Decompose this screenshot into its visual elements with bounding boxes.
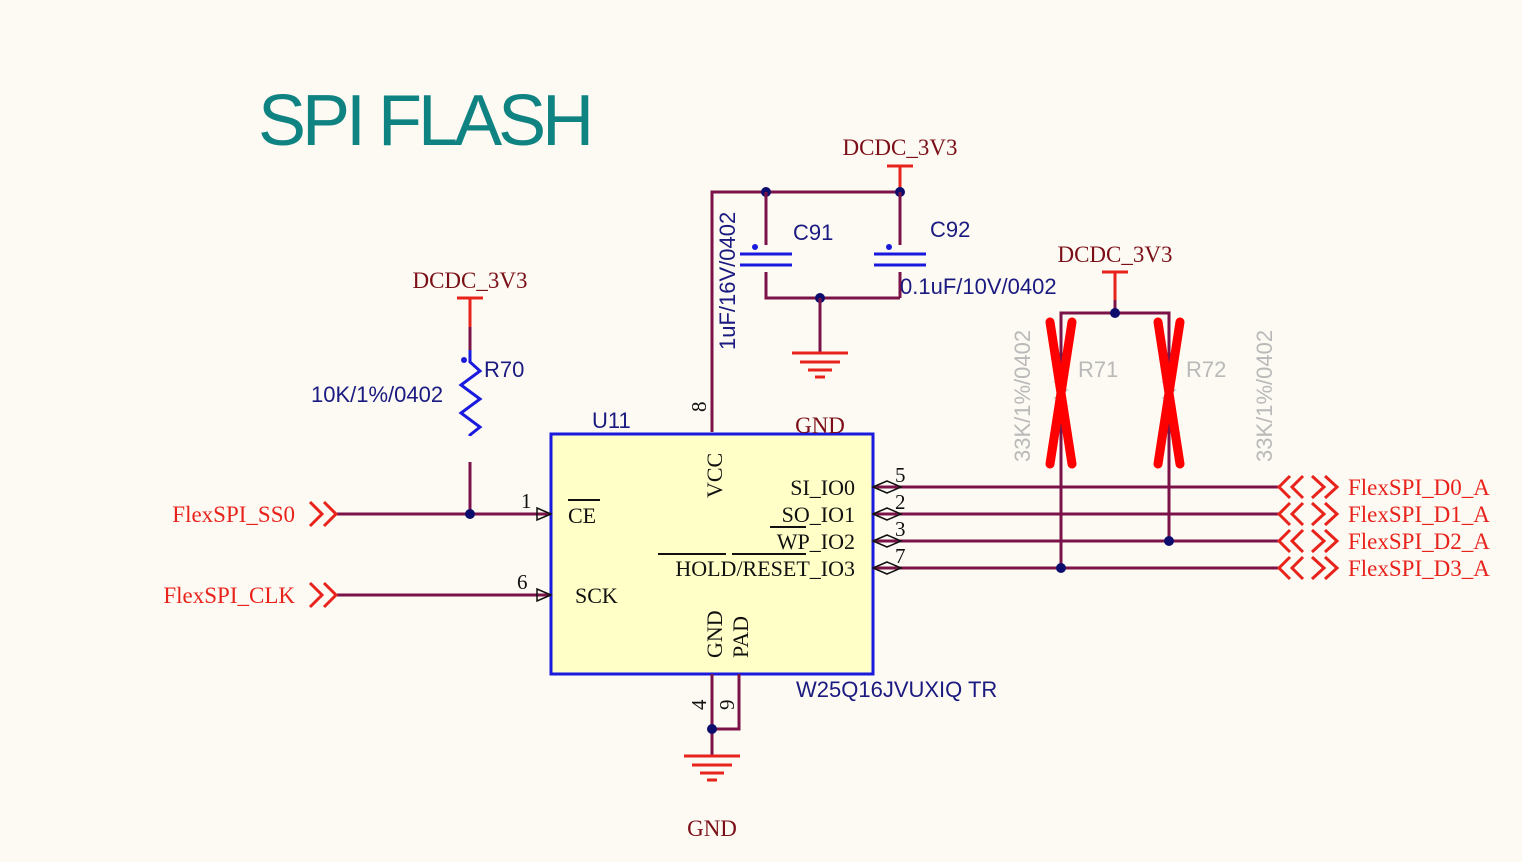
pin-pad-name: PAD [728,616,753,658]
gnd-net-label-bottom: GND [687,816,737,841]
power-label-r71-r72: DCDC_3V3 [1057,242,1172,267]
r70-value: 10K/1%/0402 [311,382,443,407]
pin-si-name: SI_IO0 [790,475,855,500]
net-label-ss0: FlexSPI_SS0 [172,502,295,527]
capacitor-c91[interactable] [740,192,900,300]
resistor-r72[interactable] [1153,317,1185,469]
vcc-supply-wiring [710,164,913,432]
r70-ref: R70 [484,357,524,382]
chip-part-number: W25Q16JVUXIQ TR [796,677,997,702]
net-label-d3: FlexSPI_D3_A [1348,556,1490,581]
power-label-r70: DCDC_3V3 [412,268,527,293]
ground-symbol-caps [792,293,848,379]
resistor-r70[interactable] [457,296,483,514]
r71-value: 33K/1%/0402 [1010,330,1035,462]
net-port-d3 [1276,555,1340,581]
net-label-clk: FlexSPI_CLK [163,583,295,608]
page-title: SPI FLASH [258,81,590,161]
net-label-d1: FlexSPI_D1_A [1348,502,1490,527]
net-port-ss0 [308,500,339,528]
pin-ce-number: 1 [521,489,532,513]
pin-ce-name: CE [568,503,596,528]
pin-vcc-number: 8 [687,402,711,413]
gnd-net-label-top: GND [795,413,845,438]
pin-vcc-name: VCC [702,453,727,498]
pullup-r71-r72-wiring [1056,270,1174,573]
net-label-d0: FlexSPI_D0_A [1348,475,1490,500]
capacitor-c92[interactable] [874,192,926,298]
net-port-d0 [1276,474,1340,500]
pin-ce [337,499,600,522]
pin-pad-number: 9 [715,700,739,711]
c92-ref: C92 [930,217,970,242]
pin-so-number: 2 [895,490,906,514]
pin-wp-number: 3 [895,517,906,541]
c92-value: 0.1uF/10V/0402 [900,274,1057,299]
pin-hold-number: 7 [895,544,906,568]
r72-ref: R72 [1186,357,1226,382]
pin-sck-name: SCK [575,583,618,608]
power-label-caps: DCDC_3V3 [842,135,957,160]
pin-wp-name: WP_IO2 [777,529,855,554]
c91-value: 1uF/16V/0402 [715,212,740,350]
r71-ref: R71 [1078,357,1118,382]
pin-si-number: 5 [895,463,906,487]
pin-hold-name: HOLD/RESET_IO3 [675,556,855,581]
pin-gnd-number: 4 [687,699,711,710]
ground-symbol-chip [684,674,741,782]
chip-refdes: U11 [592,408,631,433]
pin-sck-number: 6 [517,570,528,594]
pin-gnd-name: GND [702,610,727,658]
r72-value: 33K/1%/0402 [1252,330,1277,462]
net-port-d2 [1276,528,1340,554]
net-label-d2: FlexSPI_D2_A [1348,529,1490,554]
resistor-r71[interactable] [1045,317,1077,469]
net-port-clk [308,581,339,609]
right-pin-wires [658,480,1280,575]
pin-so-name: SO_IO1 [782,502,855,527]
pin-sck [337,587,553,603]
c91-ref: C91 [793,220,833,245]
net-port-d1 [1276,501,1340,527]
